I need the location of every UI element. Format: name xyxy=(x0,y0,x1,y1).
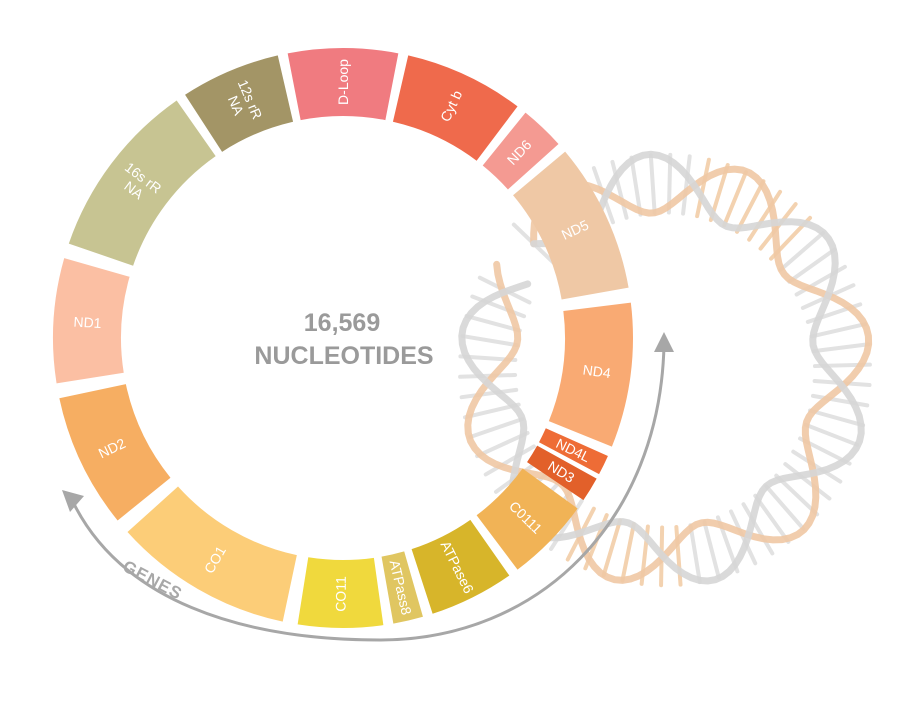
nucleotide-count: 16,569 xyxy=(304,309,380,337)
gene-segment xyxy=(185,55,294,152)
dna-helix-icon xyxy=(458,150,873,588)
gene-segment-label: ND4 xyxy=(582,362,612,382)
gene-segment xyxy=(297,557,384,628)
gene-segment xyxy=(539,428,608,475)
gene-segment xyxy=(392,55,518,161)
gene-segment xyxy=(482,112,559,190)
gene-segment xyxy=(53,258,130,384)
gene-segment-label: D-Loop xyxy=(335,59,351,105)
gene-segment xyxy=(513,151,629,300)
gene-segment-label: CO11 xyxy=(333,576,349,612)
gene-segment xyxy=(381,551,423,624)
gene-segment xyxy=(68,100,216,266)
gene-segment xyxy=(548,302,633,447)
gene-segment-label: ND1 xyxy=(73,313,102,331)
gene-segment xyxy=(127,486,297,622)
gene-segment xyxy=(59,384,171,521)
gene-segment xyxy=(411,519,510,614)
curved-arrow-icon xyxy=(62,332,674,642)
nucleotide-unit: NUCLEOTIDES xyxy=(254,342,433,370)
gene-segment xyxy=(287,48,399,121)
gene-segment xyxy=(476,468,578,570)
gene-segment xyxy=(527,445,597,501)
center-label: 16,569 NUCLEOTIDES xyxy=(254,309,433,370)
